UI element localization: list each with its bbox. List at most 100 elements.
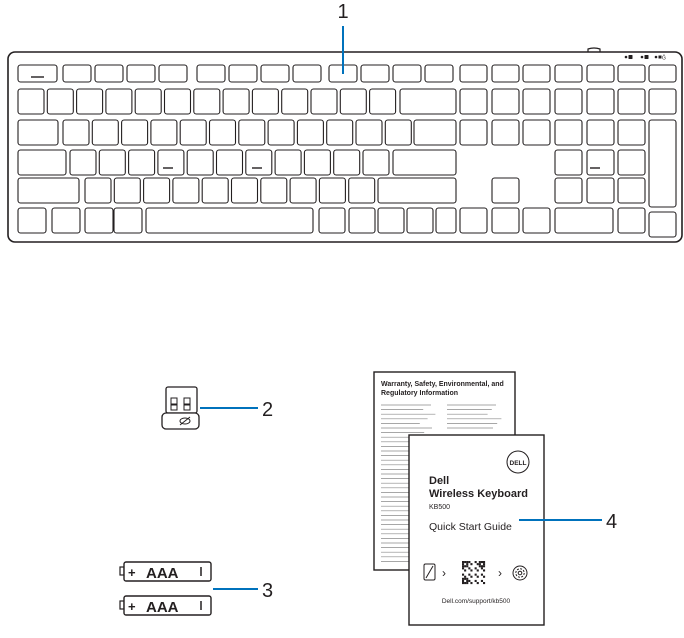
key (424, 64, 454, 83)
key (617, 119, 646, 146)
key (355, 119, 383, 146)
key (348, 207, 376, 234)
qr-module (483, 575, 486, 578)
key (208, 119, 237, 146)
key (348, 177, 376, 204)
svg-text:Ĝ: Ĝ (662, 55, 666, 62)
key (196, 64, 226, 83)
key (318, 207, 346, 234)
key (281, 88, 309, 115)
key (94, 64, 124, 83)
key (554, 88, 583, 115)
key (459, 119, 488, 146)
key (17, 177, 80, 204)
qr-module (474, 561, 477, 564)
qr-module (466, 577, 469, 580)
key (69, 149, 97, 176)
qr-module (462, 582, 465, 585)
key (91, 119, 119, 146)
key (377, 177, 457, 204)
key (105, 88, 133, 115)
key (179, 119, 207, 146)
qr-module (470, 569, 473, 572)
warranty-title-line1: Warranty, Safety, Environmental, and (381, 381, 504, 388)
callout-4: 4 (519, 511, 617, 533)
qr-module (462, 577, 465, 580)
qr-module (462, 573, 465, 576)
key (554, 149, 583, 176)
qr-module (462, 561, 465, 564)
guide-brand: Dell (429, 475, 449, 487)
battery-1-plus: + (128, 565, 136, 580)
key (296, 119, 324, 146)
key (172, 177, 200, 204)
guide-product: Wireless Keyboard (429, 488, 528, 500)
key (193, 88, 221, 115)
key (617, 149, 646, 176)
qr-module (466, 563, 469, 566)
qr-module (476, 569, 479, 572)
qr-module (474, 573, 477, 576)
battery-1-body (123, 561, 212, 582)
key (617, 207, 646, 234)
key (274, 149, 302, 176)
warranty-title-line2: Regulatory Information (381, 390, 458, 397)
key (491, 207, 520, 234)
qr-code-icon (461, 560, 487, 586)
key (163, 88, 192, 115)
qr-module (476, 582, 479, 585)
key (289, 177, 317, 204)
qr-module (474, 579, 477, 582)
key (617, 177, 646, 204)
key (222, 88, 250, 115)
key (586, 177, 615, 204)
callout-3: 3 (213, 580, 273, 602)
qr-module (470, 563, 473, 566)
callout-3-label: 3 (262, 580, 273, 602)
callout-1: 1 (337, 1, 349, 74)
key (17, 88, 45, 115)
key (648, 64, 677, 83)
qr-module (462, 567, 465, 570)
key (491, 88, 520, 115)
qr-module (476, 563, 479, 566)
key (369, 88, 397, 115)
qr-module (480, 565, 483, 568)
qr-module (480, 561, 483, 564)
key (586, 149, 615, 176)
qr-module (464, 582, 467, 585)
key (17, 64, 58, 83)
key (459, 64, 488, 83)
qr-module (480, 567, 483, 570)
key (648, 119, 677, 208)
dell-logo-icon: DELL (506, 450, 530, 474)
key (318, 177, 346, 204)
key (586, 64, 615, 83)
quick-start-guide: DELL Dell Wireless Keyboard KB500 Quick … (408, 434, 545, 626)
qr-module (468, 573, 471, 576)
key (554, 177, 583, 204)
usb-receiver (161, 386, 200, 430)
key (150, 119, 178, 146)
power-switch (587, 47, 601, 52)
key (333, 149, 361, 176)
key (84, 177, 112, 204)
key (303, 149, 331, 176)
guide-arrow-2: › (498, 566, 502, 580)
qr-module (480, 573, 483, 576)
callout-4-label: 4 (606, 511, 617, 533)
qr-module (464, 569, 467, 572)
key (51, 207, 81, 234)
key (113, 207, 143, 234)
key (260, 64, 290, 83)
key (339, 88, 367, 115)
key (326, 119, 354, 146)
key (143, 177, 171, 204)
callout-2-label: 2 (262, 399, 273, 421)
key (459, 207, 488, 234)
qr-module (466, 579, 469, 582)
key (238, 119, 266, 146)
qr-module (478, 561, 481, 564)
key (413, 119, 457, 146)
unifying-logo-icon (179, 416, 191, 426)
